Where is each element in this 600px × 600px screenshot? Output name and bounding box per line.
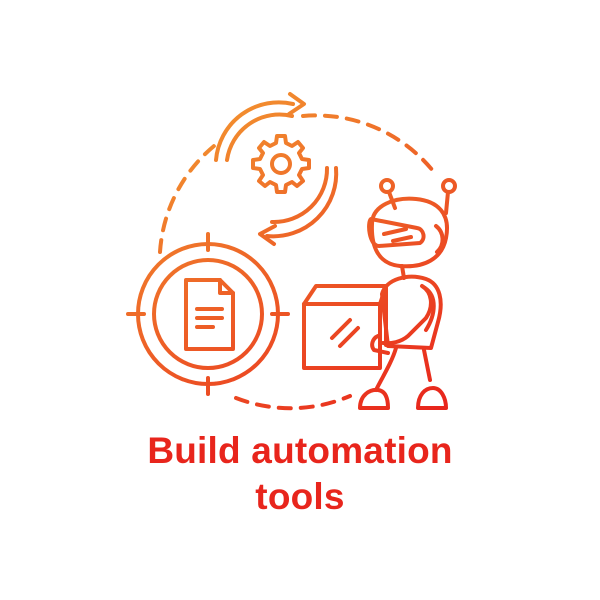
- gear-icon: [251, 134, 311, 194]
- robot-body: [380, 274, 443, 350]
- document-icon: [184, 278, 235, 351]
- box-icon: [302, 284, 388, 370]
- dashed-circle-path: [158, 113, 439, 411]
- caption-title-line-2: tools: [255, 476, 345, 517]
- robot-icon: [358, 178, 457, 410]
- document-target-icon: [126, 232, 290, 396]
- circular-arrows-gear-icon: [214, 92, 339, 246]
- robot-head: [369, 196, 449, 269]
- robot-arm: [381, 284, 433, 346]
- caption-title-line-1: Build automation: [147, 430, 453, 471]
